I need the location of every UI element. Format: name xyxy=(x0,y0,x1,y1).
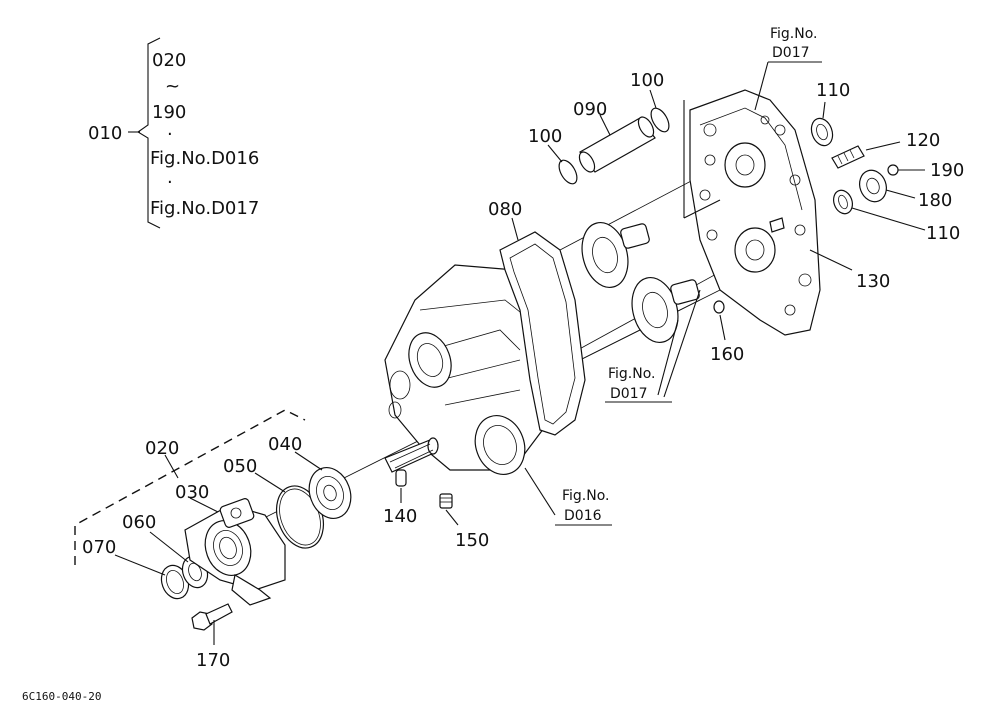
legend-dot-1: · xyxy=(167,124,173,145)
label-110-bottom: 110 xyxy=(926,223,960,244)
ref-mid-line2: D017 xyxy=(610,386,648,402)
figure-references: Fig.No. D017 Fig.No. D017 Fig.No. D016 xyxy=(562,26,818,524)
cover-plate-130 xyxy=(689,89,853,336)
label-030: 030 xyxy=(175,482,209,503)
bearing-case-030 xyxy=(184,497,286,606)
o-ring-100-left xyxy=(547,144,578,185)
legend-line-d016: Fig.No.D016 xyxy=(150,148,259,169)
label-190: 190 xyxy=(930,160,964,181)
legend-line-020: 020 xyxy=(152,50,186,71)
subassembly-020-frame xyxy=(74,409,306,565)
label-070: 070 xyxy=(82,537,116,558)
plate-assembly-upper xyxy=(581,222,650,288)
ref-top-line1: Fig.No. xyxy=(770,26,818,42)
o-ring-160 xyxy=(713,300,726,341)
ref-low-line1: Fig.No. xyxy=(562,488,610,504)
label-170: 170 xyxy=(196,650,230,671)
ref-mid-line1: Fig.No. xyxy=(608,366,656,382)
label-140: 140 xyxy=(383,506,417,527)
legend-dot-2: · xyxy=(167,172,173,193)
label-080: 080 xyxy=(488,199,522,220)
label-100-right: 100 xyxy=(630,70,664,91)
gear-180 xyxy=(859,169,916,203)
ball-bearing-040 xyxy=(294,451,352,519)
legend-tilde: ~ xyxy=(165,76,180,97)
label-110-top: 110 xyxy=(816,80,850,101)
bearing-110-top xyxy=(810,101,834,147)
assembly-legend: 010 020 ~ 190 · Fig.No.D016 · Fig.No.D01… xyxy=(88,37,259,229)
nut-190 xyxy=(887,164,925,176)
gasket-080 xyxy=(499,217,586,436)
pipe-090 xyxy=(578,114,656,173)
plate-assembly-lower xyxy=(631,277,701,398)
legend-line-190: 190 xyxy=(152,102,186,123)
label-050: 050 xyxy=(223,456,257,477)
diagram-code: 6C160-040-20 xyxy=(22,690,101,703)
label-160: 160 xyxy=(710,344,744,365)
label-150: 150 xyxy=(455,530,489,551)
label-020: 020 xyxy=(145,438,179,459)
ref-top-line2: D017 xyxy=(772,45,810,61)
legend-line-d017: Fig.No.D017 xyxy=(150,198,259,219)
o-ring-100-right xyxy=(649,89,670,133)
bolt-170 xyxy=(191,603,233,645)
label-100-left: 100 xyxy=(528,126,562,147)
legend-parent-number: 010 xyxy=(88,123,122,144)
ref-leaders xyxy=(555,61,822,526)
part-labels: 020 030 040 050 060 070 080 090 100 100 … xyxy=(82,70,964,671)
gear-case-housing xyxy=(384,264,556,516)
ref-low-line2: D016 xyxy=(564,508,602,524)
snap-ring-070 xyxy=(114,554,190,600)
label-060: 060 xyxy=(122,512,156,533)
pin-140 xyxy=(395,469,407,503)
plug-150 xyxy=(439,493,459,526)
label-120: 120 xyxy=(906,130,940,151)
shaft-120 xyxy=(831,141,901,169)
label-180: 180 xyxy=(918,190,952,211)
label-090: 090 xyxy=(573,99,607,120)
bearing-110-bottom xyxy=(832,189,926,231)
label-040: 040 xyxy=(268,434,302,455)
label-130: 130 xyxy=(856,271,890,292)
